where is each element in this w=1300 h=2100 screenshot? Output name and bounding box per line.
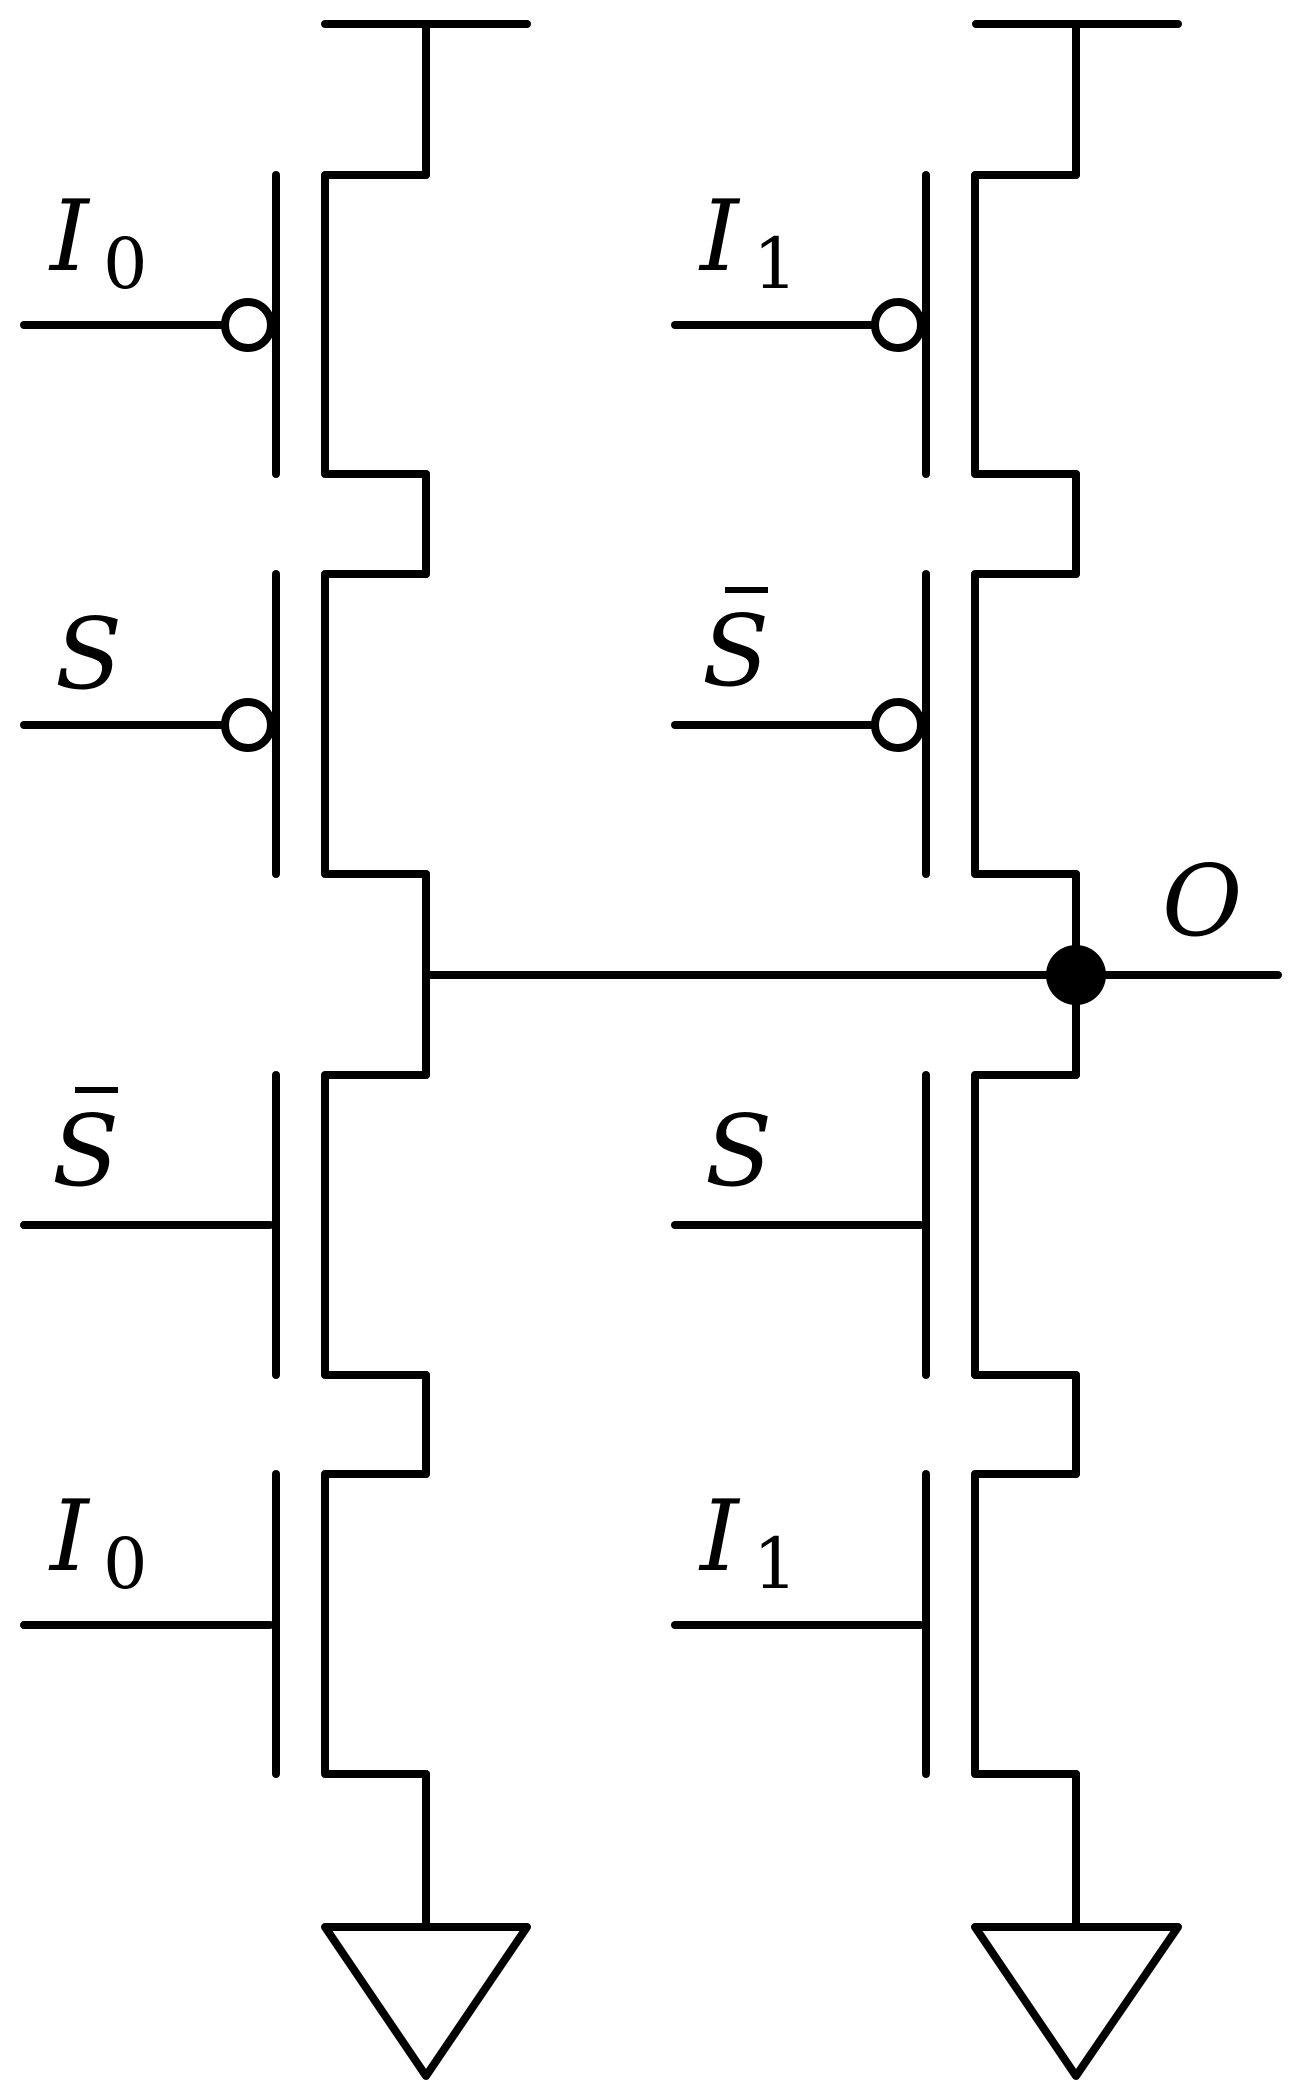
channel <box>971 570 1080 878</box>
left-pmos-i0 <box>20 171 430 478</box>
right-pmos-sbar <box>671 570 1080 878</box>
label-s-top: S <box>55 598 122 712</box>
inversion-bubble <box>221 298 275 352</box>
label-sbar-bottom: S <box>52 1087 119 1209</box>
label-subscript: 0 <box>103 223 148 305</box>
channel <box>321 570 430 878</box>
label-i1-top: I 1 <box>698 180 798 305</box>
left-nmos-i0 <box>20 1470 430 1778</box>
right-stack <box>671 20 1182 2080</box>
channel <box>971 1470 1080 1778</box>
label-main: S <box>55 598 122 712</box>
left-pmos-s <box>20 570 430 878</box>
right-nmos-i1 <box>671 1470 1080 1778</box>
channel <box>321 171 430 478</box>
output-node <box>1046 945 1106 1005</box>
inversion-bubble <box>871 298 925 352</box>
label-s-bottom: S <box>705 1095 772 1209</box>
left-stack <box>20 20 531 2080</box>
channel <box>321 1071 430 1379</box>
label-main: I <box>48 180 91 294</box>
label-main: S <box>705 1095 772 1209</box>
label-sbar-top: S <box>702 587 769 709</box>
inversion-bubble <box>221 698 275 752</box>
label-subscript: 0 <box>103 1523 148 1605</box>
label-main: I <box>48 1480 91 1594</box>
left-ground-symbol <box>321 1923 531 2080</box>
label-output: O <box>1162 845 1242 959</box>
label-main: S <box>702 595 769 709</box>
left-nmos-sbar <box>20 1071 430 1379</box>
label-subscript: 1 <box>753 1523 798 1605</box>
right-pmos-i1 <box>671 171 1080 478</box>
label-main: O <box>1162 845 1242 959</box>
channel <box>971 1071 1080 1379</box>
channel <box>971 171 1080 478</box>
right-nmos-s <box>671 1071 1080 1379</box>
label-main: I <box>698 1480 741 1594</box>
label-i0-bottom: I 0 <box>48 1480 148 1605</box>
inversion-bubble <box>871 698 925 752</box>
channel <box>321 1470 430 1778</box>
label-main: I <box>698 180 741 294</box>
label-main: S <box>52 1095 119 1209</box>
label-subscript: 1 <box>753 223 798 305</box>
label-i0-top: I 0 <box>48 180 148 305</box>
label-i1-bottom: I 1 <box>698 1480 798 1605</box>
right-ground-symbol <box>971 1923 1182 2080</box>
